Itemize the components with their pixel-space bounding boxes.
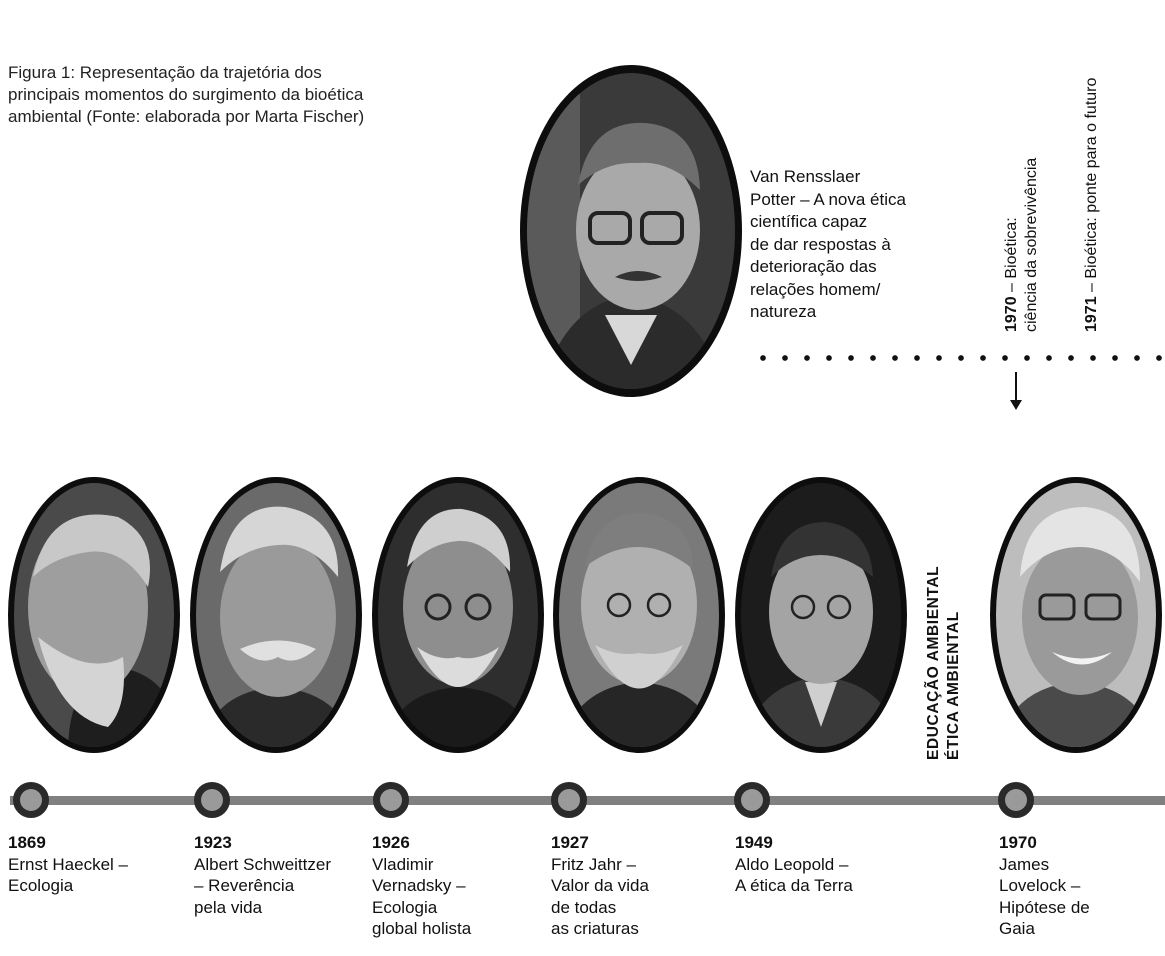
timeline-node-1923 [194,782,230,818]
side-labels: EDUCAÇÃO AMBIENTAL ÉTICA AMBIENTAL [924,566,964,760]
potter-line: científica capaz [750,212,868,231]
portrait-haeckel [8,477,180,753]
timeline-node-1926 [373,782,409,818]
timeline-entry: 1869 Ernst Haeckel – Ecologia [8,832,128,897]
timeline-entry: 1923 Albert Schweittzer – Reverência pel… [194,832,331,918]
entry-line: de todas [551,897,617,917]
entry-line: Hipótese de [999,897,1090,917]
entry-year: 1970 [999,833,1037,852]
entry-line: Valor da vida [551,876,649,895]
potter-line: natureza [750,302,817,321]
caption-line: ambiental (Fonte: elaborada por Marta Fi… [8,107,365,126]
entry-line: A ética da Terra [735,876,853,895]
entry-line: Fritz Jahr – [551,854,637,874]
timeline-node-1927 [551,782,587,818]
potter-line: deterioração das [750,257,877,276]
entry-line: James [999,854,1050,874]
entry-line: Ecologia [8,876,74,895]
portrait-jahr [553,477,725,753]
dotted-connector [752,354,1165,362]
potter-description: Van Rensslaer Potter – A nova ética cien… [750,166,980,324]
entry-line: as criaturas [551,919,639,938]
entry-year: 1923 [194,833,232,852]
timeline-entry: 1970 James Lovelock – Hipótese de Gaia [999,832,1090,940]
note-1971-year: 1971 [1083,296,1100,332]
entry-line: Aldo Leopold – [735,854,849,874]
portrait-potter-image [527,73,735,389]
timeline-node-1970 [998,782,1034,818]
potter-line: relações homem/ [750,279,881,299]
note-1971-bioethics: 1971 – Bioética: ponte para o futuro [1082,78,1102,332]
potter-line: Van Rensslaer [750,167,861,186]
timeline-node-1869 [13,782,49,818]
caption-line: Figura 1: Representação da trajetória do… [8,63,322,82]
entry-line: – Reverência [194,876,295,895]
figure-caption: Figura 1: Representação da trajetória do… [8,62,408,128]
entry-line: Ecologia [372,897,438,917]
portrait-lovelock [990,477,1162,753]
entry-line: global holista [372,919,472,938]
note-1971-text: – Bioética: ponte para o futuro [1083,77,1100,297]
portrait-potter [520,65,742,397]
label-environmental-education: EDUCAÇÃO AMBIENTAL [925,565,942,760]
timeline-node-1949 [734,782,770,818]
entry-line: Vladimir [372,854,434,874]
entry-line: Lovelock – [999,876,1081,895]
note-1970-text: – Bioética: [1003,217,1020,297]
timeline-entry: 1927 Fritz Jahr – Valor da vida de todas… [551,832,649,940]
portrait-schweitzer [190,477,362,753]
potter-line: Potter – A nova ética [750,189,906,209]
entry-year: 1926 [372,833,410,852]
label-environmental-ethics: ÉTICA AMBIENTAL [945,611,962,760]
caption-line: principais momentos do surgimento da bio… [8,85,364,104]
entry-year: 1869 [8,833,46,852]
note-1970-bioethics: 1970 – Bioética: ciência da sobrevivênci… [1002,158,1042,332]
potter-line: de dar respostas à [750,234,891,254]
entry-line: Vernadsky – [372,876,466,895]
portrait-vernadsky [372,477,544,753]
entry-line: Albert Schweittzer [194,854,331,874]
portrait-leopold [735,477,907,753]
entry-line: Gaia [999,919,1035,938]
note-1970-subtext: ciência da sobrevivência [1023,157,1040,332]
timeline-bar [10,796,1165,805]
entry-year: 1949 [735,833,773,852]
timeline-entry: 1926 Vladimir Vernadsky – Ecologia globa… [372,832,471,940]
entry-year: 1927 [551,833,589,852]
entry-line: pela vida [194,897,263,917]
timeline-entry: 1949 Aldo Leopold – A ética da Terra [735,832,853,897]
note-1970-year: 1970 [1003,296,1020,332]
down-arrow-icon [1010,372,1022,410]
entry-line: Ernst Haeckel – [8,854,128,874]
